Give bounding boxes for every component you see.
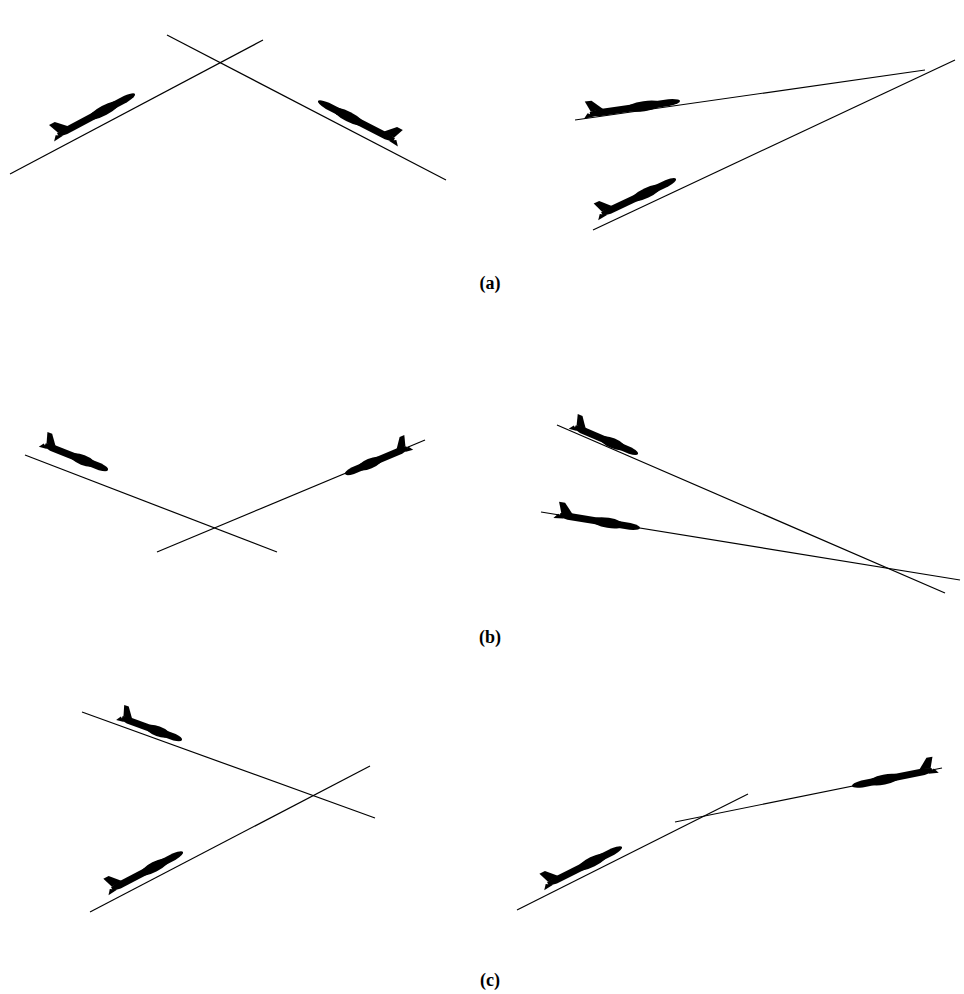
aircraft-symbol [553, 501, 642, 533]
aircraft-symbol [38, 431, 112, 475]
flight-paths [10, 35, 960, 912]
aircraft-symbol [101, 840, 186, 896]
aircraft-symbol [340, 434, 414, 479]
panel-label: (c) [480, 969, 500, 990]
aircraft-symbol [568, 413, 643, 459]
aircraft-symbol [316, 89, 406, 147]
aircraft-group [38, 83, 939, 897]
aircraft-symbol [581, 88, 680, 120]
panel-label: (b) [479, 627, 501, 648]
aircraft-symbol [591, 167, 678, 221]
aircraft-symbol [46, 83, 137, 143]
aircraft-symbol [849, 756, 939, 791]
aircraft-symbol [116, 704, 187, 745]
aircraft-symbol [537, 835, 625, 891]
panel-label: (a) [480, 273, 501, 294]
